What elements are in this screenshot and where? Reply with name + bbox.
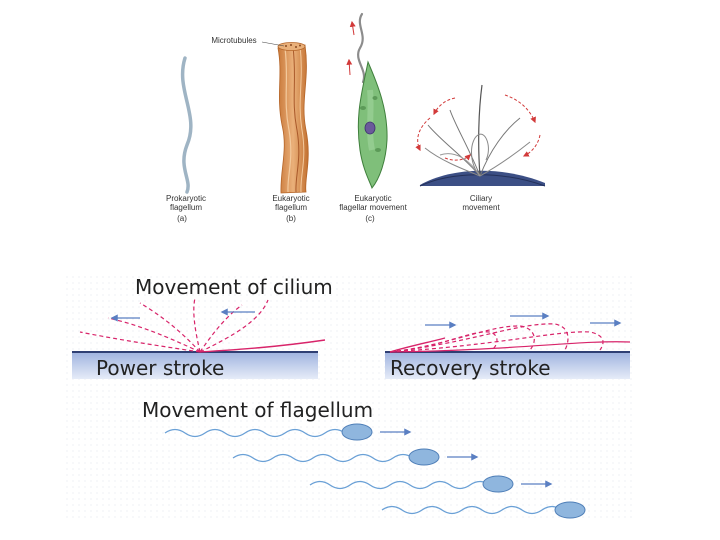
flagellum-swimmer-2 xyxy=(232,448,479,466)
eukaryotic-flagellum-label-line1: Eukaryotic xyxy=(272,194,309,203)
top-figure: Microtubules Prokaryotic flagellum (a) E… xyxy=(166,12,546,223)
eukaryotic-movement-label-line1: Eukaryotic xyxy=(354,194,391,203)
ciliary-label-line1: Ciliary xyxy=(470,194,492,203)
eukaryotic-cell-with-flagellum xyxy=(346,12,388,190)
panel-a-letter: (a) xyxy=(177,214,187,223)
ciliary-label-line2: movement xyxy=(462,203,500,212)
panel-c-letter: (c) xyxy=(365,214,375,223)
recovery-stroke-label: Recovery stroke xyxy=(390,356,551,380)
flagellum-swimmer-4 xyxy=(381,501,586,519)
cilium-title: Movement of cilium xyxy=(135,275,333,299)
prokaryotic-label-line2: flagellum xyxy=(170,203,202,212)
microtubules-label: Microtubules xyxy=(211,36,256,45)
prokaryotic-label-line1: Prokaryotic xyxy=(166,194,206,203)
prokaryotic-flagellum xyxy=(180,56,193,194)
eukaryotic-movement-label-line2: flagellar movement xyxy=(339,203,407,212)
flagellum-title: Movement of flagellum xyxy=(142,398,373,422)
flagellum-swimmer-3 xyxy=(309,475,553,493)
eukaryotic-flagellum xyxy=(261,41,309,194)
bottom-figure: Movement of cilium Power stroke xyxy=(66,275,636,520)
power-stroke-label: Power stroke xyxy=(96,356,224,380)
flagellum-swimmer-1 xyxy=(164,423,412,441)
recovery-stroke-panel: Recovery stroke xyxy=(385,312,631,380)
ciliary-movement xyxy=(415,84,546,187)
panel-b-letter: (b) xyxy=(286,214,296,223)
eukaryotic-flagellum-label-line2: flagellum xyxy=(275,203,307,212)
power-stroke-panel: Power stroke xyxy=(72,297,326,380)
